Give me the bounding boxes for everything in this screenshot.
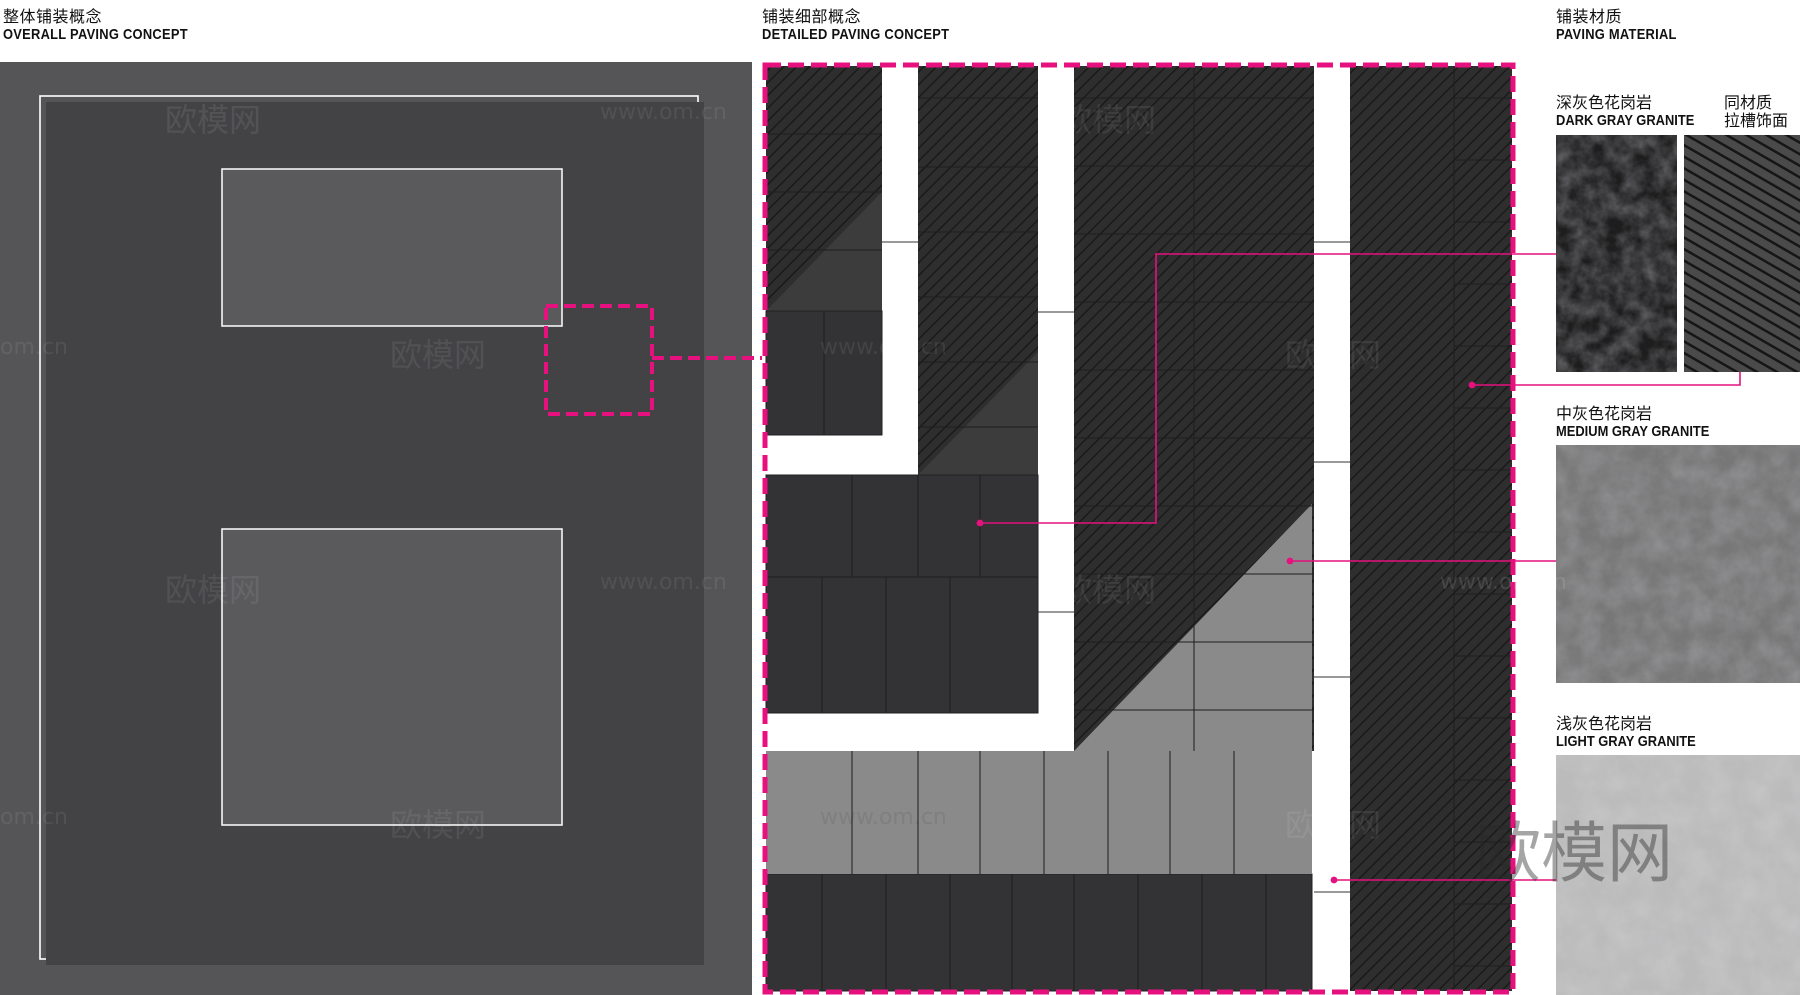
white-path-joints [882,241,1350,893]
detailed-paving-plan [762,62,1516,995]
material-label-medium: 中灰色花岗岩 MEDIUM GRAY GRANITE [1556,404,1734,441]
medium-gray-band [766,751,1312,874]
dark-tile-block-c [765,873,1313,992]
material-label-light: 浅灰色花岗岩 LIGHT GRAY GRANITE [1556,714,1719,751]
detail-frame [762,62,1516,995]
material-label-dark: 深灰色花岗岩 DARK GRAY GRANITE [1556,93,1717,130]
dark-tile-block-b [765,474,1039,714]
pool-lower [221,528,563,826]
swatch-medium-granite [1556,445,1800,683]
swatch-dark-granite [1556,135,1677,372]
dark-triangle-left [766,192,882,311]
medium-granite-label-cn: 中灰色花岗岩 [1556,404,1653,423]
grooved-label-line2: 拉槽饰面 [1724,111,1789,131]
material-title-cn: 铺装材质 [1556,7,1623,26]
light-granite-label-cn: 浅灰色花岗岩 [1556,714,1653,733]
hatched-column-4 [1350,66,1512,991]
material-label-grooved: 同材质 拉槽饰面 [1724,93,1789,131]
grooved-label-line1: 同材质 [1724,93,1773,112]
overall-paving-plan [0,62,752,995]
swatch-light-granite [1556,755,1800,995]
material-title-en: PAVING MATERIAL [1556,26,1677,44]
overall-title-en: OVERALL PAVING CONCEPT [3,26,188,44]
medium-gray-triangle [1074,504,1312,751]
dark-granite-label-cn: 深灰色花岗岩 [1556,93,1653,112]
dark-granite-label-en: DARK GRAY GRANITE [1556,112,1695,130]
tile-joints [766,66,1512,991]
overall-header: 整体铺装概念 OVERALL PAVING CONCEPT [3,7,218,44]
swatch-grooved-finish [1684,135,1800,372]
overall-title-cn: 整体铺装概念 [3,7,103,26]
detailed-header: 铺装细部概念 DETAILED PAVING CONCEPT [762,7,980,44]
material-header: 铺装材质 PAVING MATERIAL [1556,7,1696,44]
detailed-title-cn: 铺装细部概念 [762,7,862,26]
callout-connector [652,356,762,360]
medium-granite-label-en: MEDIUM GRAY GRANITE [1556,423,1710,441]
light-granite-label-en: LIGHT GRAY GRANITE [1556,733,1696,751]
pool-upper [221,168,563,327]
dark-triangle-mid [918,352,1038,475]
detailed-title-en: DETAILED PAVING CONCEPT [762,26,950,44]
